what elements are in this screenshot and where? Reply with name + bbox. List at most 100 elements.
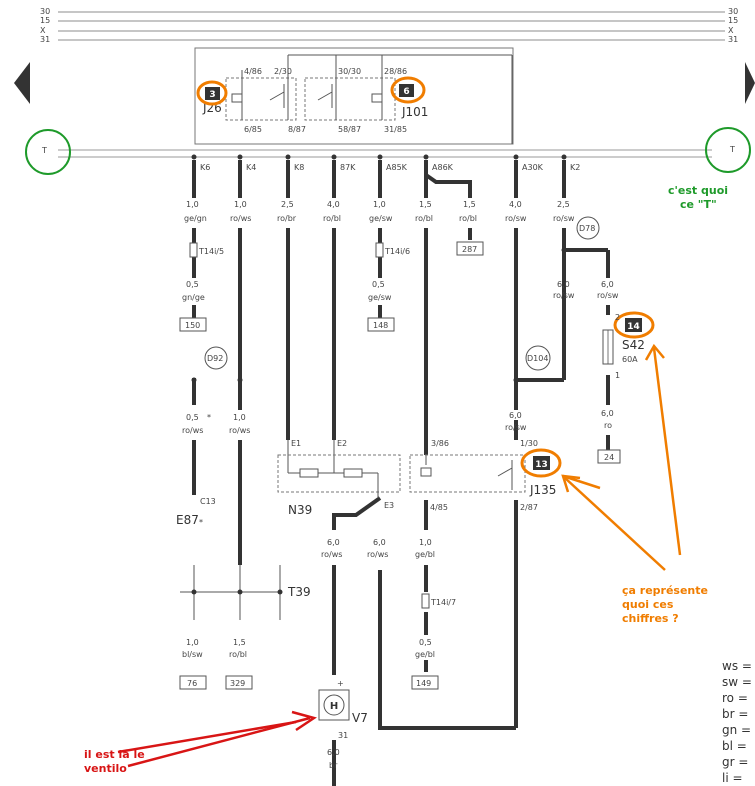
relay-housing <box>194 47 514 145</box>
j135-pin-3-86: 3/86 <box>431 439 449 448</box>
ref-76: 76 <box>187 679 197 688</box>
terminal-t14i5-block <box>189 242 198 258</box>
e87-label: E87 <box>176 513 199 527</box>
wire-150-gauge: 0,5 <box>186 280 199 289</box>
e87-star: * <box>199 518 203 527</box>
legend-gr: gr = <box>722 755 748 769</box>
red-arrow <box>117 710 317 768</box>
wire-j135-gauge: 6,0 <box>509 411 522 420</box>
orange-note-line1: ça représente <box>622 584 708 597</box>
wire-e87-color: ro/ws <box>182 426 203 435</box>
ref-box-287 <box>456 241 484 256</box>
wire-148-color: ge/sw <box>368 293 392 302</box>
rail-x-label: X <box>40 26 46 35</box>
wire-k4-color: ro/ws <box>230 214 251 223</box>
terminal-t14i6-block <box>375 242 384 258</box>
ref-box-329 <box>225 675 253 690</box>
rail-30-label: 30 <box>40 7 50 16</box>
j101-pin-58-87: 58/87 <box>338 125 361 134</box>
fan-motor-symbol-icon <box>323 694 345 716</box>
wire-e3-gauge: 6,0 <box>373 538 386 547</box>
d104-circle <box>525 345 551 371</box>
orange-note-line2: quoi ces <box>622 598 674 611</box>
wire-149-lower-color: ge/bl <box>415 650 435 659</box>
wire-a30k-color: ro/sw <box>505 214 527 223</box>
j26-number: 3 <box>209 90 215 100</box>
rail-31-label: 31 <box>40 35 50 44</box>
d92-label: D92 <box>207 354 223 363</box>
top-rails <box>58 11 725 41</box>
wire-k8-gauge: 2,5 <box>281 200 294 209</box>
main-wires <box>192 160 610 786</box>
wire-k6-color: ge/gn <box>184 214 207 223</box>
j135-internals <box>420 460 513 490</box>
fuse-s42-label: S42 <box>622 338 645 352</box>
next-page-arrow-icon[interactable] <box>745 62 755 104</box>
rail-31-label-right: 31 <box>728 35 738 44</box>
ref-287: 287 <box>462 245 477 254</box>
n39-e2: E2 <box>337 439 347 448</box>
d78-circle <box>576 216 600 240</box>
legend-br: br = <box>722 707 748 721</box>
j135-pin-1-30: 1/30 <box>520 439 538 448</box>
prev-page-arrow-icon[interactable] <box>14 62 30 104</box>
green-note-line1: c'est quoi <box>668 184 728 197</box>
wire-287-color: ro/bl <box>459 214 477 223</box>
n39-e1: E1 <box>291 439 301 448</box>
orange-note-line3: chiffres ? <box>622 612 679 625</box>
j101-pin-30-30: 30/30 <box>338 67 361 76</box>
n39-e3: E3 <box>384 501 394 510</box>
j101-pin-31-85: 31/85 <box>384 125 407 134</box>
j26-number-badge <box>205 87 220 100</box>
j26-highlight-circle <box>196 80 228 106</box>
wire-k4-gauge: 1,0 <box>234 200 247 209</box>
t39-label: T39 <box>287 585 311 599</box>
wire-e87-star: * <box>207 413 211 422</box>
junction-dot-d92-right <box>237 377 243 383</box>
wire-k8-color: ro/br <box>277 214 297 223</box>
connector-k8: K8 <box>294 163 304 172</box>
relay-j26-box <box>225 77 297 121</box>
j135-pin-2-87: 2/87 <box>520 503 538 512</box>
relay-internals <box>231 54 513 144</box>
wire-d78-left-gauge: 6,0 <box>557 280 570 289</box>
connector-k4: K4 <box>246 163 256 172</box>
green-note-line2: ce "T" <box>680 198 717 211</box>
wire-24-gauge: 6,0 <box>601 409 614 418</box>
wire-76-color: bl/sw <box>182 650 203 659</box>
green-circle-right <box>705 127 751 173</box>
n39-label: N39 <box>288 503 312 517</box>
wire-v7-ground-gauge: 6,0 <box>327 748 340 757</box>
j101-pin-28-86: 28/86 <box>384 67 407 76</box>
orange-arrows <box>561 343 682 571</box>
ref-329: 329 <box>230 679 245 688</box>
j101-highlight-circle <box>390 76 426 104</box>
fuse-pin-1: 1 <box>615 371 620 380</box>
wire-a85k-color: ge/sw <box>369 214 393 223</box>
terminal-t14i5: T14i/5 <box>198 247 224 256</box>
j101-number: 6 <box>403 87 409 97</box>
j135-number-badge <box>533 456 550 470</box>
wire-e87-gauge: 0,5 <box>186 413 199 422</box>
terminal-t14i6: T14i/6 <box>384 247 410 256</box>
connector-k6: K6 <box>200 163 210 172</box>
n39-box <box>277 454 401 493</box>
wire-149-gauge: 1,0 <box>419 538 432 547</box>
junction-dot-d104 <box>513 377 519 383</box>
wire-v7-color: ro/ws <box>321 550 342 559</box>
connector-k2: K2 <box>570 163 580 172</box>
legend-bl: bl = <box>722 739 747 753</box>
rail-x-label-right: X <box>728 26 734 35</box>
wire-150-color: gn/ge <box>182 293 205 302</box>
terminal-t14i7-block <box>421 593 430 609</box>
ref-box-76 <box>179 675 207 690</box>
connector-dots <box>191 154 567 160</box>
fuse-highlight-circle <box>613 311 655 339</box>
v7-label: V7 <box>352 711 368 725</box>
wire-k4-lower-gauge: 1,0 <box>233 413 246 422</box>
j135-box <box>409 454 526 493</box>
wire-color-legend: ws = sw = ro = br = gn = bl = gr = li = <box>722 659 752 785</box>
d104-label: D104 <box>527 354 548 363</box>
fuse-pin-2: 2 <box>615 313 620 322</box>
